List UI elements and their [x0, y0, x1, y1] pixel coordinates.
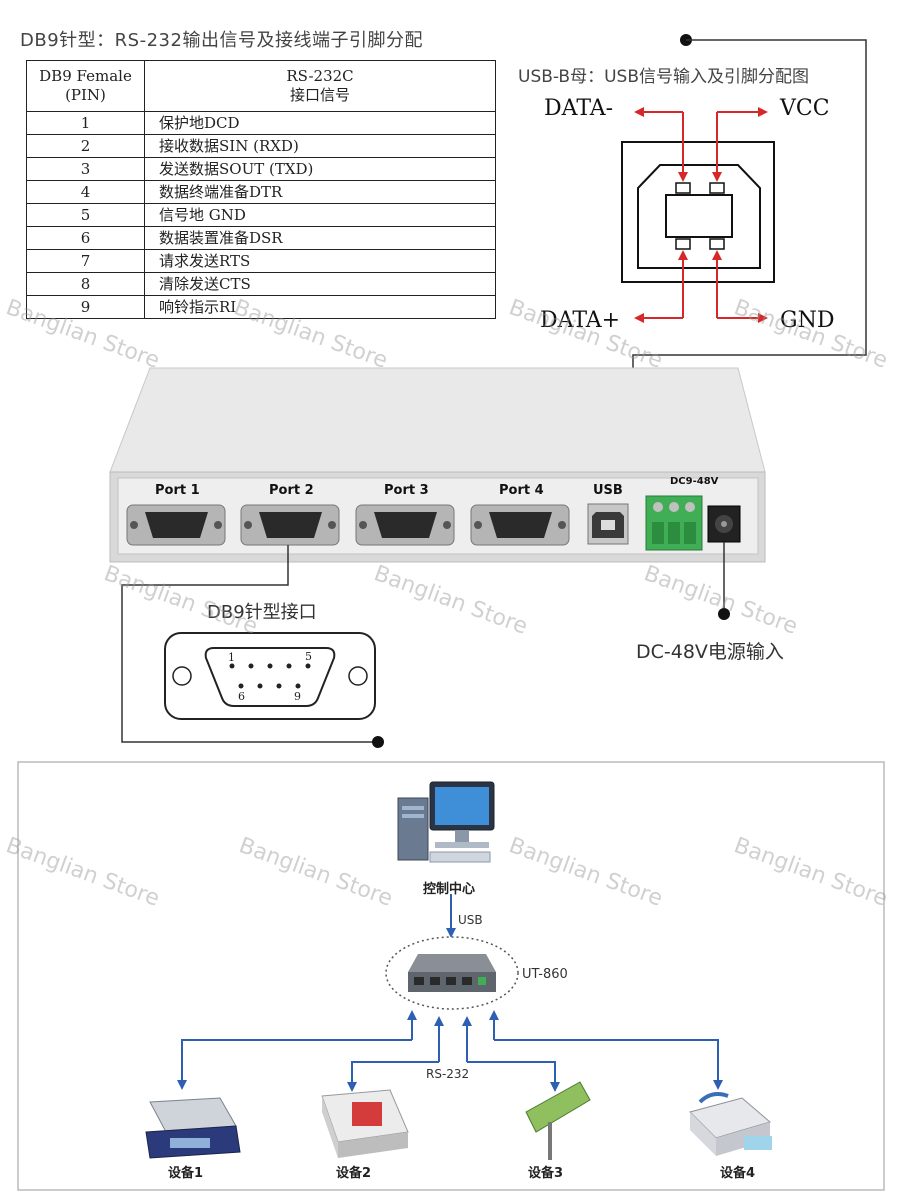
header-pin: DB9 Female (PIN)	[26, 60, 145, 112]
usb-pin-label-data-plus: DATA+	[540, 308, 621, 333]
dc-jack	[707, 505, 741, 543]
db9-screw-left	[172, 666, 192, 686]
db9-pin-9-label: 9	[294, 690, 301, 703]
port-3-connector	[355, 504, 455, 546]
usb-connector-tongue	[665, 194, 733, 238]
power-port-label: DC9-48V	[670, 476, 719, 487]
pin-signal: 保护地DCD	[144, 111, 496, 135]
port-4-label: Port 4	[499, 483, 544, 498]
bus-line-device-3	[467, 1061, 560, 1092]
usb-b-port	[587, 503, 629, 545]
hub-model-label: UT-860	[522, 967, 568, 982]
pin-number: 8	[26, 272, 145, 296]
port-2-label: Port 2	[269, 483, 314, 498]
port-1-label: Port 1	[155, 483, 200, 498]
db9-section-title: DB9针型：RS-232输出信号及接线端子引脚分配	[20, 30, 423, 51]
db9-pin-5-label: 5	[305, 650, 312, 663]
usb-pin-label-vcc: VCC	[780, 96, 830, 121]
device-2-pos-icon	[321, 1089, 409, 1158]
hub-device-icon	[408, 954, 496, 992]
table-header-row: DB9 Female (PIN) RS-232C 接口信号	[26, 60, 496, 112]
device-1-scale-icon	[145, 1097, 241, 1159]
port-3-label: Port 3	[384, 483, 429, 498]
pin-number: 1	[26, 111, 145, 135]
usb-link-label: USB	[458, 913, 483, 927]
device-1-label: 设备1	[168, 1166, 204, 1181]
pin-signal: 信号地 GND	[144, 203, 496, 227]
port-2-connector	[240, 504, 340, 546]
pin-signal: 清除发送CTS	[144, 272, 496, 296]
usb-pin-label-gnd: GND	[780, 308, 835, 333]
dc-leader-dot	[718, 608, 730, 620]
pin-number: 9	[26, 295, 145, 319]
usb-port-label: USB	[593, 483, 623, 498]
db9-screw-right	[348, 666, 368, 686]
db9-leader-dot	[372, 736, 384, 748]
usb-pin-vcc	[709, 182, 725, 194]
db9-pin-1-label: 1	[228, 651, 235, 664]
bus-line-device-1	[177, 1039, 412, 1090]
usb-pin-data-minus	[675, 182, 691, 194]
device-2-label: 设备2	[336, 1166, 372, 1181]
usb-pin-gnd	[709, 238, 725, 250]
db9-connector-shell	[204, 647, 336, 707]
pin-signal: 发送数据SOUT (TXD)	[144, 157, 496, 181]
pin-number: 5	[26, 203, 145, 227]
db9-pin-6-label: 6	[238, 690, 245, 703]
usb-section-title: USB-B母：USB信号输入及引脚分配图	[518, 67, 809, 87]
topology-diagram	[17, 761, 885, 1191]
usb-pin-label-data-minus: DATA-	[544, 96, 614, 121]
bus-line-device-4	[494, 1039, 723, 1090]
db9-leader-line	[121, 545, 376, 743]
port-1-connector	[126, 504, 226, 546]
control-center-label: 控制中心	[423, 882, 476, 897]
device-3-label: 设备3	[528, 1166, 564, 1181]
pin-number: 6	[26, 226, 145, 250]
device-4-fax-icon	[689, 1092, 772, 1156]
pin-signal: 接收数据SIN (RXD)	[144, 134, 496, 158]
bus-label: RS-232	[426, 1067, 470, 1081]
device-top-surface	[109, 367, 766, 473]
pin-signal: 数据装置准备DSR	[144, 226, 496, 250]
power-terminal-block	[645, 495, 703, 551]
computer-icon	[397, 781, 495, 863]
db9-pin-dots	[229, 663, 311, 689]
pin-number: 4	[26, 180, 145, 204]
device-3-led-sign-icon	[525, 1081, 591, 1160]
bus-line-device-2	[347, 1061, 439, 1092]
header-signal: RS-232C 接口信号	[144, 60, 496, 112]
usb-pinout-diagram	[109, 34, 867, 748]
device-4-label: 设备4	[720, 1166, 756, 1181]
port-4-connector	[470, 504, 570, 546]
dc-input-label: DC-48V电源输入	[636, 641, 784, 663]
usb-pin-data-plus	[675, 238, 691, 250]
db9-connector-label: DB9针型接口	[207, 602, 317, 623]
pin-signal: 响铃指示RI	[144, 295, 496, 319]
